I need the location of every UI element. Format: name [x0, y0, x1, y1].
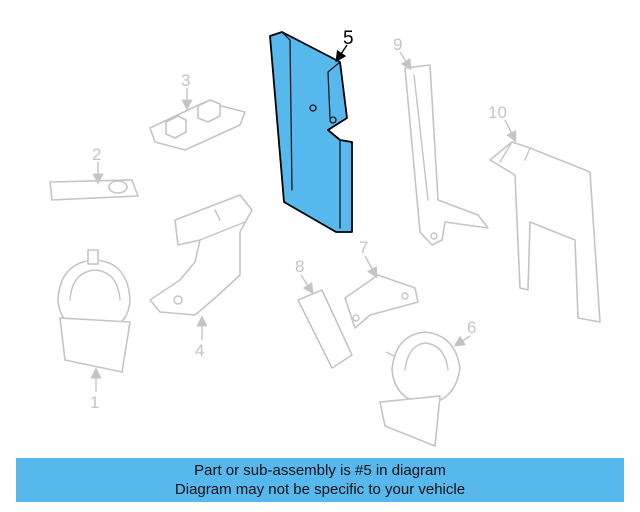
part-6-horn[interactable]: 6 [379, 318, 476, 447]
callout-9: 9 [393, 35, 402, 54]
info-banner: Part or sub-assembly is #5 in diagram Di… [16, 458, 624, 502]
banner-line-2: Diagram may not be specific to your vehi… [174, 481, 466, 498]
banner-line-1: Part or sub-assembly is #5 in diagram [194, 462, 446, 479]
callout-2: 2 [92, 145, 101, 164]
part-10-shield[interactable]: 10 [488, 103, 601, 323]
callout-7: 7 [359, 238, 368, 257]
parts-diagram: 3 2 4 1 8 7 [49, 28, 601, 447]
part-7-bracket[interactable]: 7 [344, 238, 419, 329]
callout-1: 1 [90, 393, 99, 412]
callout-4: 4 [195, 341, 204, 360]
callout-3: 3 [181, 71, 190, 90]
part-3-bracket[interactable]: 3 [149, 71, 246, 151]
callout-6: 6 [467, 318, 476, 337]
callout-8: 8 [295, 257, 304, 276]
part-2-strap[interactable]: 2 [49, 145, 139, 201]
part-1-horn[interactable]: 1 [57, 249, 131, 412]
callout-10: 10 [488, 103, 507, 122]
part-8-strap[interactable]: 8 [295, 257, 353, 369]
part-5-bracket-highlighted[interactable]: 5 [269, 28, 354, 233]
part-9-brace[interactable]: 9 [393, 35, 489, 246]
callout-5: 5 [343, 28, 354, 49]
part-4-bracket[interactable]: 4 [149, 194, 253, 360]
